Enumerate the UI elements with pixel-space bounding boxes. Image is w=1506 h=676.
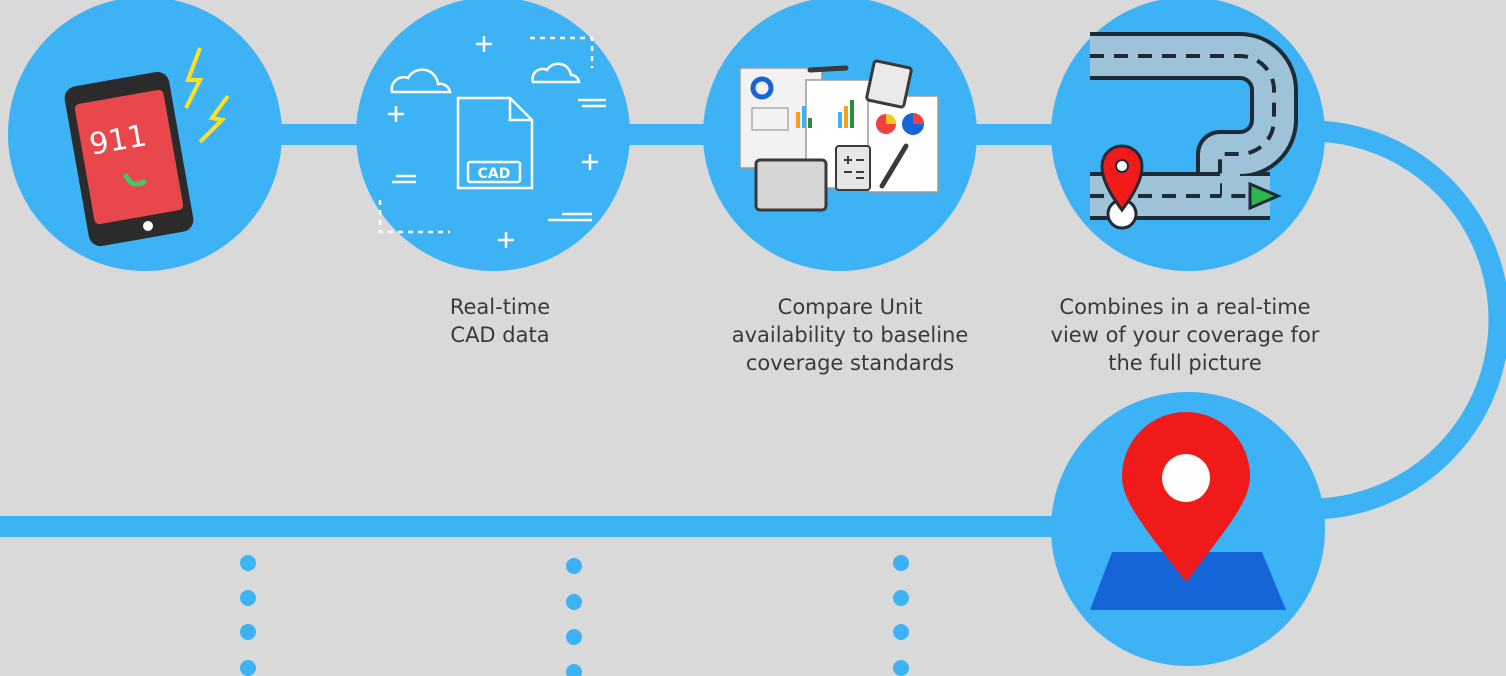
step-node-reports — [703, 0, 977, 271]
location-pin-map-icon — [1090, 412, 1286, 610]
step-node-cad: CAD — [356, 0, 630, 271]
caption-compare-availability: Compare Unit availability to baseline co… — [731, 295, 969, 375]
dotted-connectors — [240, 555, 909, 676]
cad-file-label: CAD — [478, 166, 511, 182]
step-node-location — [1051, 392, 1325, 666]
route-map-icon — [1090, 32, 1298, 230]
step-node-route — [1051, 0, 1325, 271]
step-node-phone: 911 — [8, 0, 282, 271]
caption-cad-data: Real-time CAD data — [449, 295, 551, 347]
reports-charts-icon — [739, 59, 939, 212]
phone-911-icon: 911 — [64, 47, 230, 247]
cad-file-icon: CAD — [378, 36, 606, 248]
caption-combined-view: Combines in a real-time view of your cov… — [1050, 295, 1320, 375]
